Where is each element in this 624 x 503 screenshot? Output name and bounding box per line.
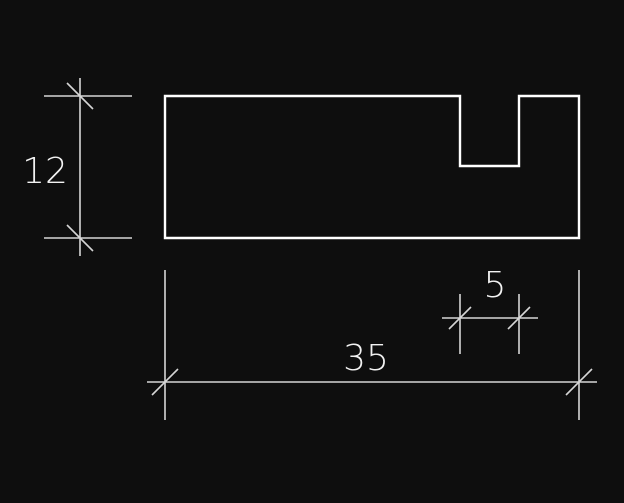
slot-dimension-label: 5 — [484, 265, 507, 306]
part-outline — [163, 94, 581, 240]
width-dimension — [147, 270, 597, 420]
slot-tick-mark-right — [507, 306, 531, 330]
width-dimension-label: 35 — [343, 338, 389, 379]
height-dimension — [44, 78, 132, 256]
tick-mark-top — [66, 82, 94, 110]
height-dimension-label: 12 — [22, 151, 68, 192]
slot-dimension — [442, 294, 538, 354]
tick-mark-right — [565, 368, 593, 396]
tick-mark-bottom — [66, 224, 94, 252]
tick-mark-left — [151, 368, 179, 396]
slot-tick-mark-left — [448, 306, 472, 330]
